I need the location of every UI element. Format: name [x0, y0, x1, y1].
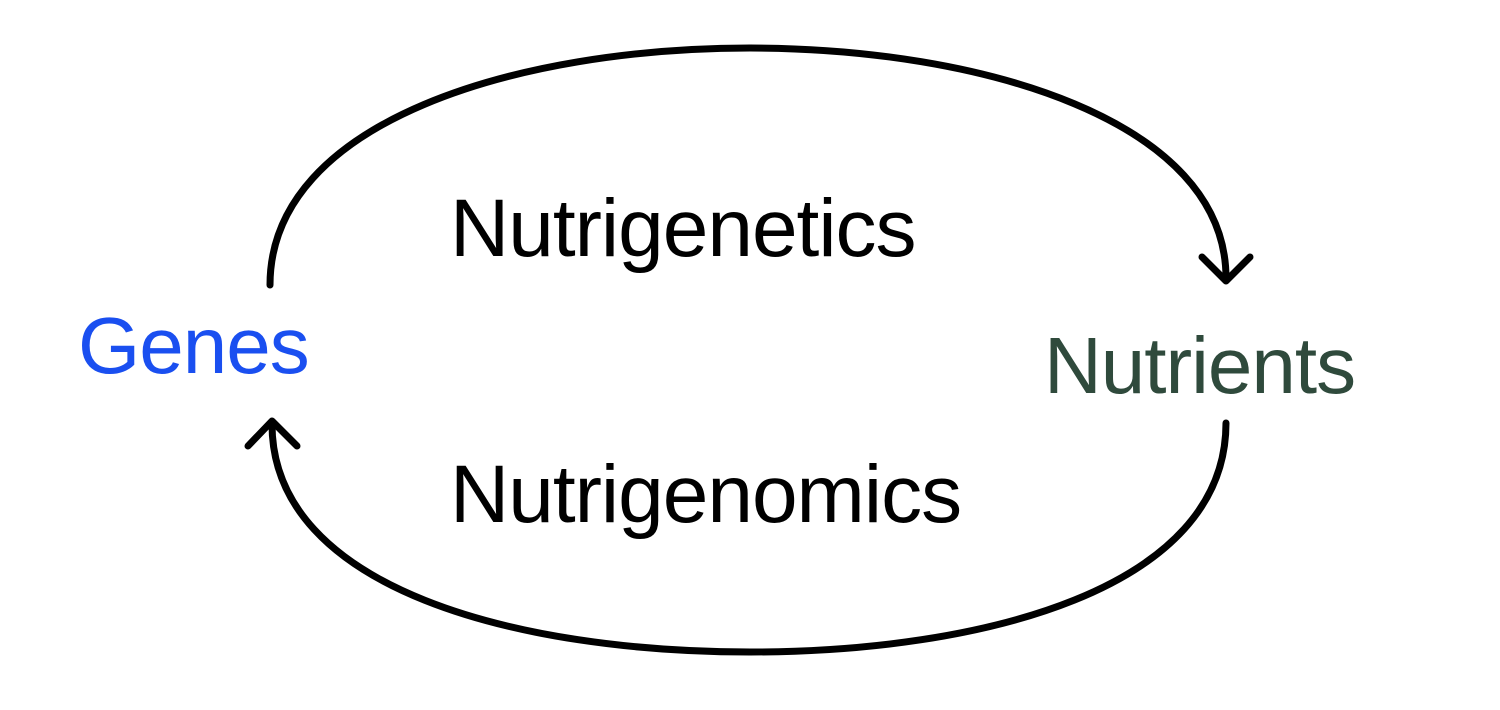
- nutrigenetics-edge-label: Nutrigenetics: [450, 183, 917, 274]
- arrow-up-icon: [244, 417, 301, 450]
- bottom-arc-connector: [268, 419, 1230, 656]
- arrow-down-icon: [1198, 253, 1254, 285]
- genes-node-label: Genes: [78, 301, 310, 390]
- nutrients-node-label: Nutrients: [1044, 321, 1356, 410]
- top-arc-connector: [266, 44, 1230, 289]
- nutrigenomics-edge-label: Nutrigenomics: [450, 449, 962, 540]
